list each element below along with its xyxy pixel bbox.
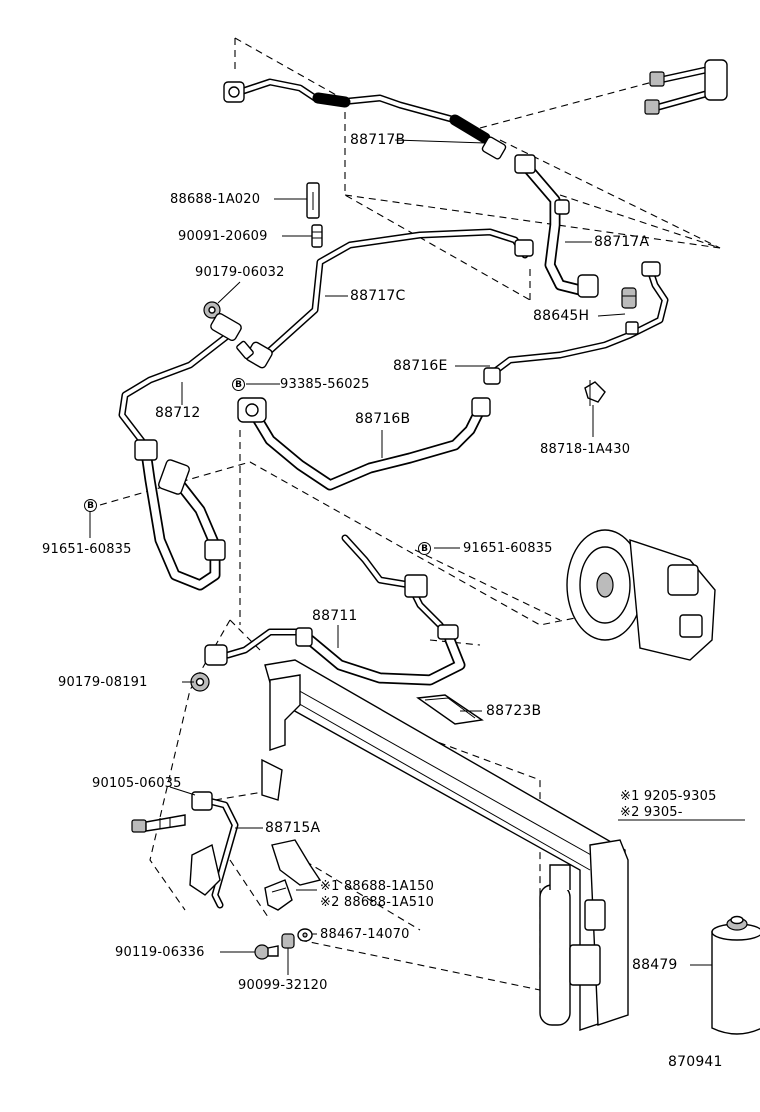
label-88712: 88712 <box>155 405 201 421</box>
hose-88711 <box>204 534 466 686</box>
hose-88716B <box>237 397 491 491</box>
pipe-88715A <box>189 791 239 909</box>
pad-88723B <box>416 694 484 725</box>
tube-88717B <box>223 78 507 160</box>
bolt-90119-06336 <box>254 944 279 960</box>
grommet-88467-14070 <box>297 928 313 942</box>
badge-b-91651-right: B <box>418 542 431 555</box>
label-88716B: 88716B <box>355 411 411 427</box>
label-93385-56025: 93385-56025 <box>280 377 370 392</box>
receiver-dryer-88479 <box>711 915 760 1035</box>
label-90179-06032: 90179-06032 <box>195 265 285 280</box>
diagram-number: 870941 <box>668 1054 723 1070</box>
leader-lines <box>89 139 745 975</box>
bolt-93385-56025 <box>236 340 254 360</box>
label-90179-08191: 90179-08191 <box>58 675 148 690</box>
label-91651-60835-right: 91651-60835 <box>463 541 553 556</box>
label-88688-1A150: ※1 88688-1A150 <box>320 879 435 894</box>
clamp-88688-1A150 <box>264 879 293 911</box>
condenser <box>261 659 629 1031</box>
label-88715A: 88715A <box>265 820 321 836</box>
badge-b-93385: B <box>232 378 245 391</box>
label-90091-20609: 90091-20609 <box>178 229 268 244</box>
label-88717C: 88717C <box>350 288 406 304</box>
dashed-frame-top <box>234 37 721 301</box>
label-88716E: 88716E <box>393 358 448 374</box>
compressor <box>566 529 716 661</box>
hose-88712 <box>118 312 242 591</box>
label-88479: 88479 <box>632 957 678 973</box>
label-91651-60835-left: 91651-60835 <box>42 542 132 557</box>
label-88718-1A430: 88718-1A430 <box>540 442 631 457</box>
label-90099-32120: 90099-32120 <box>238 978 328 993</box>
label-88688-1A510: ※2 88688-1A510 <box>320 895 435 910</box>
legend-note-2: ※2 9305- <box>620 805 683 820</box>
label-88688-1A020: 88688-1A020 <box>170 192 261 207</box>
badge-b-91651-left: B <box>84 499 97 512</box>
hose-88717A <box>514 154 599 298</box>
bolt-90105-06035 <box>131 814 186 833</box>
legend-note-1: ※1 9205-9305 <box>620 789 717 804</box>
collar-90099-32120 <box>281 933 295 949</box>
label-88717B: 88717B <box>350 132 406 148</box>
tube-stubs-top-right <box>644 59 728 115</box>
bracket-88715A <box>271 839 322 886</box>
label-88717A: 88717A <box>594 234 650 250</box>
clip-88718-1A430 <box>584 380 606 406</box>
label-90119-06336: 90119-06336 <box>115 945 205 960</box>
bolt-90091-20609 <box>311 224 323 248</box>
pipe-88717C <box>245 228 534 369</box>
label-88467-14070: 88467-14070 <box>320 927 410 942</box>
pressure-switch-88645H <box>621 287 637 309</box>
pipe-88716E <box>483 261 669 385</box>
label-88723B: 88723B <box>486 703 542 719</box>
label-90105-06035: 90105-06035 <box>92 776 182 791</box>
label-88711: 88711 <box>312 608 358 624</box>
label-88645H: 88645H <box>533 308 590 324</box>
clamp-88688-1A020 <box>306 182 320 219</box>
nut-90179-06032 <box>203 301 221 319</box>
